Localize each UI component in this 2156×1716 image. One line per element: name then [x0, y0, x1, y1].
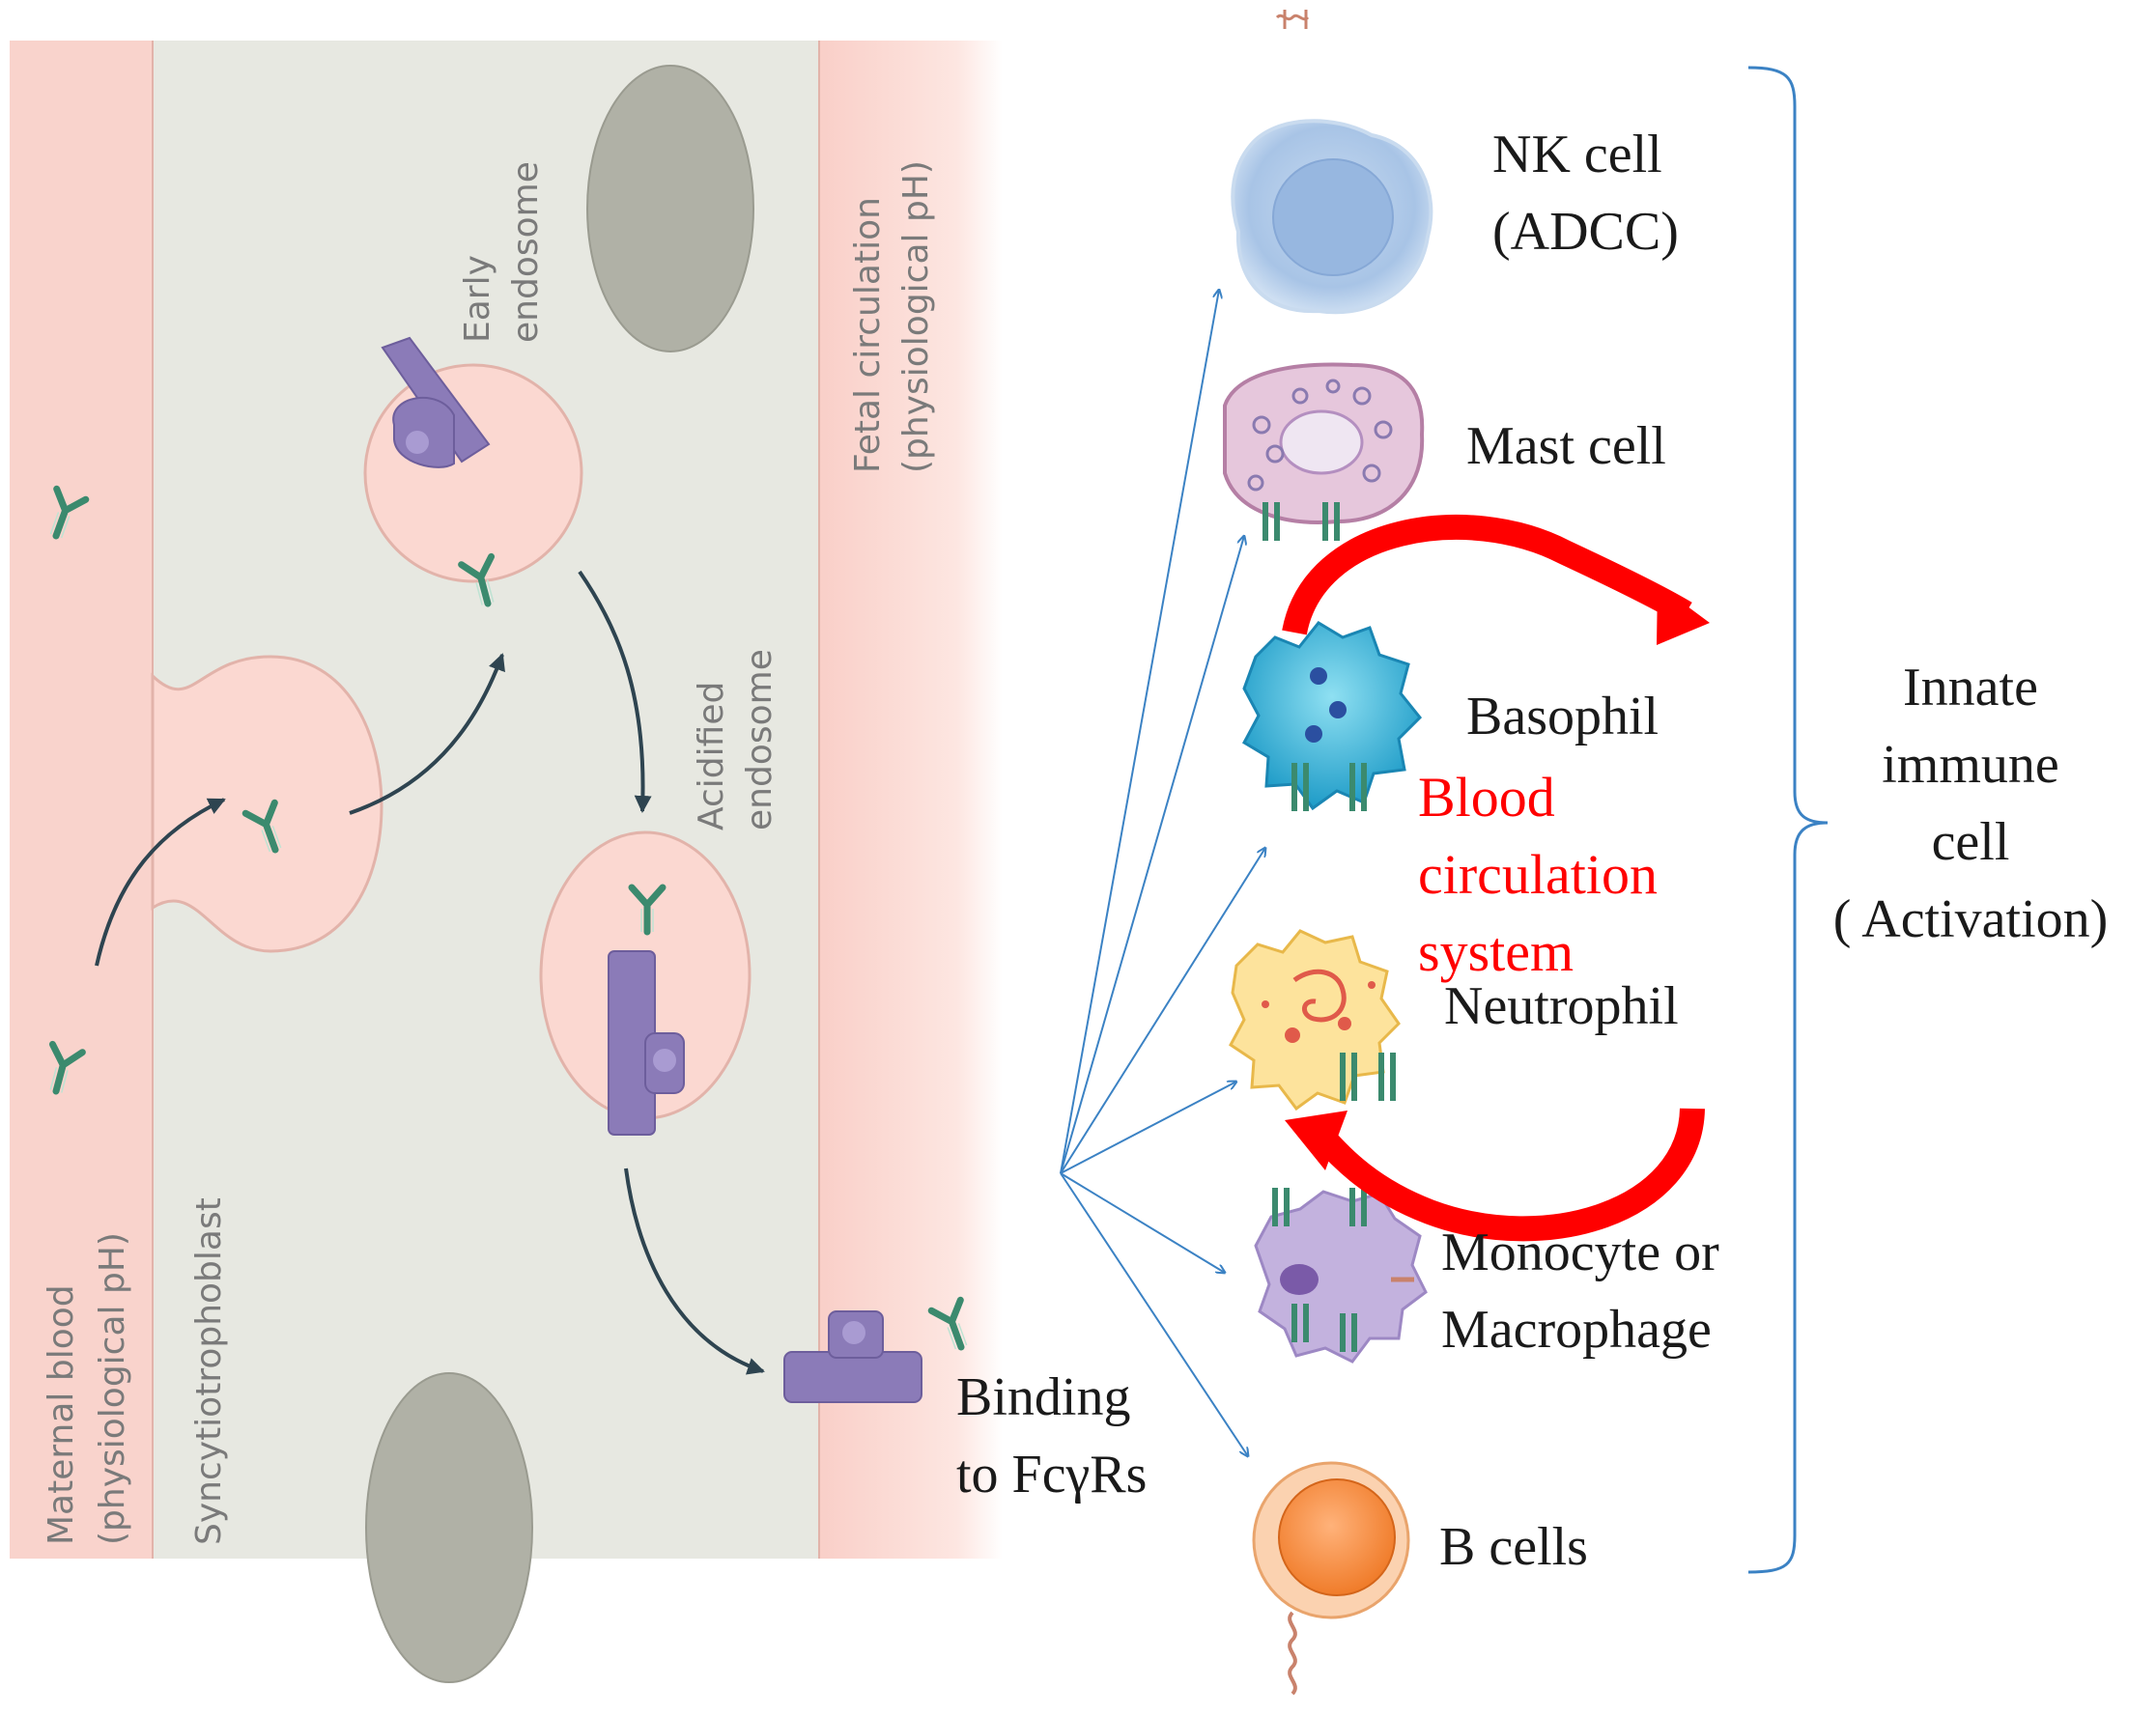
basophil-label: Basophil [1466, 687, 1659, 746]
red-blood-cell-top [586, 65, 754, 352]
fcrn-receptor [608, 950, 685, 1136]
circulation-label-line2: circulation [1418, 843, 1658, 906]
binding-label-line2: to FcγRs [956, 1445, 1147, 1505]
acidification-arrow [578, 570, 652, 813]
mast-cell-label: Mast cell [1466, 416, 1666, 476]
innate-label-line4: ( Activation) [1833, 889, 2109, 949]
acidified-endosome-label-line2: endosome [740, 649, 780, 830]
fetal-label-line1: Fetal circulation [848, 197, 888, 473]
maternal-label-line2: (physiological pH) [93, 1232, 132, 1545]
syncytiotrophoblast-label: Syncytiotrophoblast [189, 1197, 229, 1545]
binding-label-line1: Binding [956, 1367, 1130, 1427]
left-region-labels: Maternal blood (physiological pH) Syncyt… [42, 160, 936, 1545]
innate-label-line1: Innate [1903, 658, 2038, 717]
monocyte-icon [1254, 1188, 1428, 1364]
monocyte-label: Monocyte or [1441, 1223, 1719, 1282]
transcytosis-arrow [95, 798, 226, 967]
neutrophil-label: Neutrophil [1444, 976, 1679, 1036]
nk-cell-sublabel: (ADCC) [1492, 202, 1679, 262]
release-arrow [624, 1167, 765, 1375]
neutrophil-icon [1229, 929, 1401, 1111]
activation-arrows [1060, 290, 1265, 1456]
innate-label-line3: cell [1932, 812, 2010, 872]
fcrn-receptor [783, 1310, 922, 1403]
acidified-endosome-label-line1: Acidified [692, 682, 731, 830]
red-blood-cell-bottom [365, 1372, 533, 1683]
early-endosome [363, 363, 583, 583]
blood-circulation-arrows [1282, 515, 1710, 1242]
fcrn-receptor [381, 336, 491, 468]
circulation-label-line1: Blood [1418, 766, 1555, 829]
b-cell-icon [1252, 1461, 1410, 1696]
fetal-label-line2: (physiological pH) [896, 160, 936, 473]
basophil-icon [1242, 621, 1423, 811]
placenta-panel [10, 41, 1003, 1683]
macrophage-label: Macrophage [1441, 1300, 1712, 1360]
nk-cell-icon [1231, 10, 1433, 315]
nk-cell-label: NK cell [1492, 125, 1662, 184]
early-endosome-label-line1: Early [458, 255, 497, 343]
pinocytic-vesicle [151, 655, 383, 953]
innate-immune-label: Innate immune cell ( Activation) [1833, 658, 2109, 949]
innate-label-line2: immune [1882, 735, 2059, 795]
fetal-circulation-region [819, 41, 1003, 1559]
circulation-label-line3: system [1418, 920, 1574, 983]
mast-cell-icon [1223, 362, 1425, 541]
b-cells-label: B cells [1439, 1517, 1588, 1577]
maternal-blood-region [10, 41, 153, 1559]
transcytosis-arrow [349, 653, 505, 815]
early-endosome-label-line2: endosome [506, 161, 546, 343]
maternal-label-line1: Maternal blood [42, 1284, 81, 1545]
innate-bracket [1747, 66, 1829, 1574]
cell-labels: NK cell (ADCC) Mast cell Basophil Neutro… [1439, 125, 1719, 1577]
